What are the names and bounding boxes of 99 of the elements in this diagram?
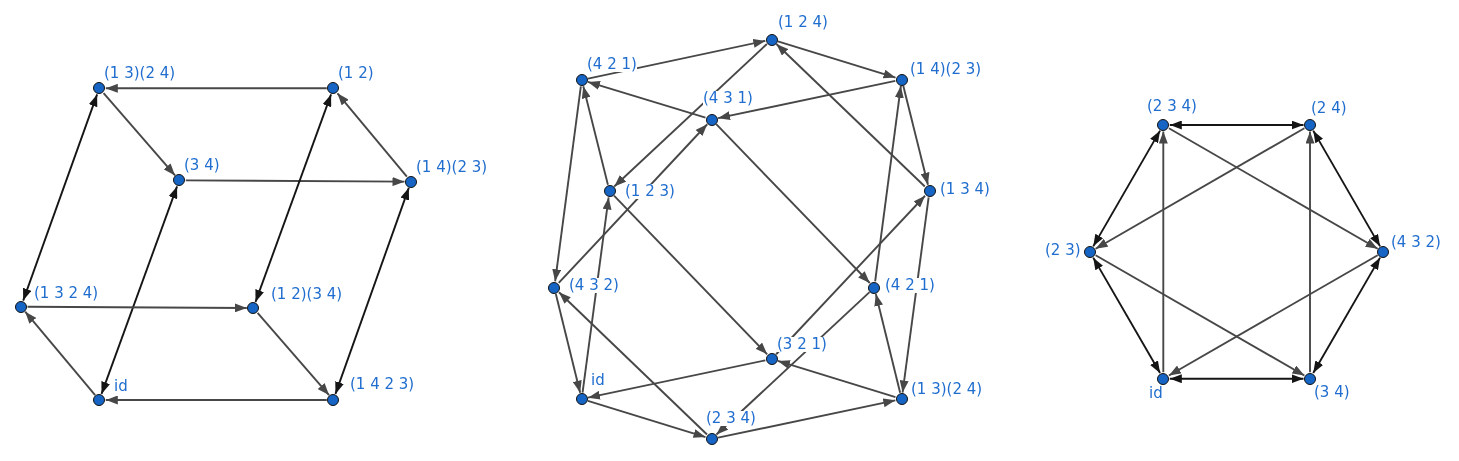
double-arrow [1092, 129, 1161, 248]
double-arrow [22, 93, 99, 302]
vertex-label: (1 2)(3 4) [271, 286, 343, 302]
double-arrow [334, 186, 410, 395]
vertex-label: id [1149, 386, 1163, 401]
arrow [775, 194, 926, 356]
vertex-dot [247, 302, 260, 314]
vertex-dot [1304, 372, 1316, 385]
vertex-dot [923, 185, 936, 197]
vertex-label: (2 4) [1311, 101, 1347, 116]
arrow [613, 43, 768, 188]
vertex-dot [895, 73, 908, 86]
vertex-dot [705, 113, 718, 126]
vertex-dot [603, 185, 616, 197]
arrow [776, 40, 897, 79]
arrow [552, 85, 582, 283]
vertex-label: (1 3 4) [940, 182, 990, 197]
arrow [586, 80, 707, 119]
double-arrow [1312, 129, 1381, 248]
vertex-dot [1377, 246, 1390, 258]
arrow [554, 293, 582, 394]
vertex-dot [548, 281, 561, 294]
arrow [104, 83, 328, 93]
arrow [776, 359, 897, 399]
double-arrow [1312, 256, 1381, 374]
vertex-label: (1 4)(2 3) [416, 159, 488, 175]
arrow [613, 194, 769, 356]
vertex-label: (1 3 2 4) [34, 285, 99, 301]
arrow [717, 398, 897, 439]
double-arrow [100, 185, 179, 395]
vertex-label: (1 3)(2 4) [104, 65, 176, 81]
vertex-label: (1 2 3) [625, 183, 675, 199]
vertex-label: (3 4) [1314, 385, 1350, 400]
vertex-label: (4 3 2) [569, 277, 619, 293]
double-arrow [1092, 256, 1161, 374]
arrow [586, 399, 707, 439]
vertex-label: (1 3)(2 4) [911, 382, 983, 397]
vertex-dot [575, 74, 588, 86]
double-arrow [1168, 120, 1305, 130]
arrow [775, 43, 926, 188]
vertex-dot [575, 393, 588, 405]
vertex-label: (1 4 2 3) [350, 376, 415, 392]
arrow [1094, 254, 1306, 377]
vertex-label: (1 2) [338, 65, 374, 81]
arrow [899, 196, 930, 394]
vertex-dot [1084, 246, 1096, 258]
double-arrow [254, 93, 333, 303]
vertex-label: (4 3 1) [703, 91, 753, 106]
vertex-label: id [591, 372, 605, 388]
arrow [587, 359, 767, 400]
arrow [587, 38, 767, 80]
double-arrow [1168, 374, 1305, 384]
vertex-label: id [114, 378, 128, 394]
arrow [874, 293, 902, 394]
arrow [104, 395, 328, 405]
arrow [336, 92, 408, 178]
arrow [581, 196, 612, 394]
vertex-label: (3 2 1) [777, 337, 827, 352]
vertex-dot [327, 82, 340, 95]
vertex-dot [895, 393, 908, 405]
arrow [1168, 254, 1379, 377]
arrow [558, 291, 708, 436]
vertex-dot [405, 175, 417, 188]
arrow [24, 310, 97, 396]
arrow [874, 85, 904, 283]
vertex-label: (1 2 4) [778, 14, 828, 30]
arrow [902, 84, 930, 186]
vertex-dot [1157, 372, 1170, 385]
vertex-dot [705, 433, 718, 445]
arrow [715, 123, 871, 284]
vertex-label: (4 2 1) [587, 57, 637, 72]
arrow [557, 123, 709, 284]
arrow [1158, 130, 1168, 374]
vertex-label: (3 4) [184, 157, 220, 173]
arrow [717, 79, 897, 121]
vertex-dot [1157, 119, 1170, 131]
vertex-label: (2 3 4) [1147, 99, 1197, 114]
vertex-dot [327, 394, 340, 406]
vertex-dot [765, 353, 778, 365]
arrow [581, 85, 609, 186]
vertex-label: (2 3 4) [706, 411, 756, 426]
arrow [184, 177, 406, 187]
vertex-label: (2 3) [1045, 243, 1081, 258]
vertex-dot [1304, 119, 1316, 131]
arrow [1305, 130, 1315, 374]
arrow [26, 303, 248, 313]
arrow [256, 311, 330, 397]
vertex-dot [93, 394, 106, 406]
vertex-dot [93, 82, 106, 95]
vertex-label: (4 2 1) [885, 277, 935, 293]
arrow [1094, 127, 1306, 250]
vertex-dot [868, 281, 881, 294]
arrow [1168, 127, 1379, 250]
vertex-dot [173, 174, 186, 187]
vertex-dot [765, 33, 778, 46]
vertex-dot [15, 300, 27, 313]
vertex-label: (4 3 2) [1391, 234, 1441, 250]
arrow [102, 92, 176, 177]
vertex-label: (1 4)(2 3) [910, 62, 982, 77]
